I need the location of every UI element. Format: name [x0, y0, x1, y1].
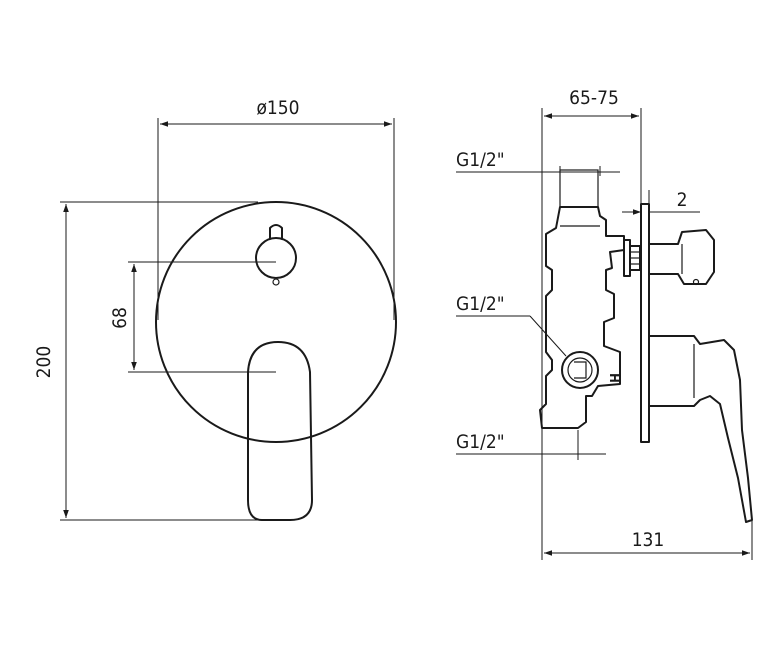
diverter-knob: [255, 224, 297, 286]
thread-bottom-label: G1/2": [456, 431, 505, 453]
marker-letter: H: [609, 373, 624, 383]
thread-middle-label: G1/2": [456, 293, 505, 315]
top-connection: [559, 169, 599, 208]
thread-top-label: G1/2": [456, 149, 505, 171]
mixer-lever: [247, 341, 313, 521]
mixer-lever-side: [648, 335, 753, 523]
diameter-label: ø150: [256, 97, 299, 119]
plate-thickness-label: 2: [677, 189, 688, 211]
front-view: ø150 200 68: [33, 97, 397, 521]
diverter-knob-side: [648, 229, 715, 285]
spacing-label: 68: [109, 307, 131, 329]
finishing-plate: [640, 203, 650, 443]
cover-plate-outline: [155, 201, 397, 443]
inlet-connection: H: [561, 351, 624, 389]
total-depth-label: 131: [632, 529, 665, 551]
side-view: H 65-75 2 131 G1/2" G1/2" G1/2": [456, 87, 753, 560]
diverter-stem: [623, 239, 641, 277]
height-label: 200: [33, 346, 55, 379]
valve-body: [539, 206, 625, 429]
depth-range-label: 65-75: [569, 87, 619, 109]
